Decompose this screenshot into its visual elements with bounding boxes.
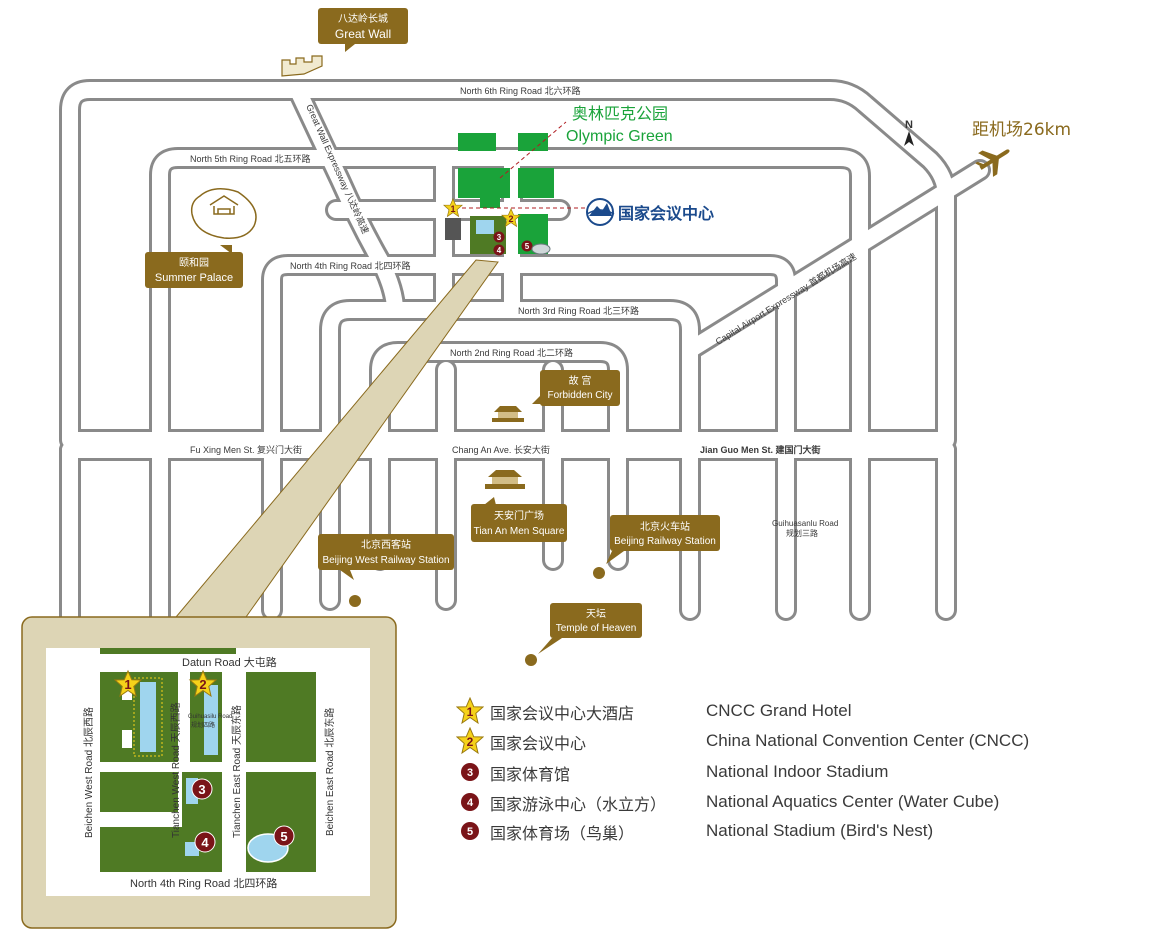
ring5-label: North 5th Ring Road 北五环路: [190, 153, 311, 164]
road-network: [59, 79, 991, 631]
jianguomen-label: Jian Guo Men St. 建国门大街: [700, 444, 821, 455]
map-marker-5[interactable]: 5: [521, 240, 533, 252]
legend-cn-4: 国家游泳中心（水立方）: [490, 795, 667, 814]
beijing-railway-tag[interactable]: 北京火车站 Beijing Railway Station: [606, 515, 720, 564]
inset-marker-1[interactable]: 1: [114, 670, 142, 697]
legend-cn-2: 国家会议中心: [490, 734, 587, 753]
inset-map: [21, 616, 397, 929]
cncc-logo-icon: [586, 198, 615, 226]
olympic-cn-label: 奥林匹克公园: [572, 104, 668, 123]
map-marker-3[interactable]: 3: [493, 231, 505, 243]
inset-tianchen-east-label: Tianchen East Road 天辰东路: [230, 705, 243, 838]
svg-text:天安门广场: 天安门广场: [494, 509, 544, 522]
inset-beichen-west-label: Beichen West Road 北辰西路: [82, 707, 95, 838]
inset-beichen-east-label: Beichen East Road 北辰东路: [323, 708, 336, 836]
svg-text:Great Wall: Great Wall: [335, 27, 391, 41]
inset-guihuasilu-en: Guihuasilu Road: [188, 714, 232, 720]
svg-text:故 宫: 故 宫: [569, 374, 592, 387]
svg-text:北京火车站: 北京火车站: [640, 520, 690, 533]
legend-en-3: National Indoor Stadium: [706, 762, 889, 781]
number-circle-icon: 3: [461, 763, 479, 781]
ring2-label: North 2nd Ring Road 北二环路: [450, 347, 573, 358]
svg-text:2: 2: [467, 735, 474, 749]
map-marker-4[interactable]: 4: [493, 244, 505, 256]
number-circle-icon: 5: [461, 822, 479, 840]
birds-nest-shape: [531, 243, 551, 255]
greatwall-tag[interactable]: 八达岭长城 Great Wall: [318, 8, 408, 52]
fuxingmen-label: Fu Xing Men St. 复兴门大街: [190, 444, 302, 455]
summer-palace-lake-icon: [190, 188, 257, 239]
greatwall-icon: [281, 55, 323, 77]
map-marker-2[interactable]: 2: [501, 208, 521, 227]
legend-cn-5: 国家体育场（鸟巢）: [490, 824, 635, 843]
inset-marker-5[interactable]: 5: [273, 825, 295, 847]
svg-text:3: 3: [497, 233, 502, 242]
svg-text:颐和园: 颐和园: [179, 257, 209, 269]
beijing-railway-dot[interactable]: [593, 567, 605, 579]
legend-cn-1: 国家会议中心大酒店: [490, 704, 635, 723]
svg-text:5: 5: [280, 829, 287, 844]
ring4-label: North 4th Ring Road 北四环路: [290, 260, 411, 271]
inset-ring4-label: North 4th Ring Road 北四环路: [130, 877, 277, 890]
svg-text:Temple of Heaven: Temple of Heaven: [556, 623, 637, 634]
svg-text:5: 5: [525, 242, 530, 251]
legend-cn-3: 国家体育馆: [490, 765, 571, 784]
svg-text:Beijing West Railway Station: Beijing West Railway Station: [322, 555, 449, 566]
svg-text:3: 3: [198, 782, 205, 797]
svg-text:Summer Palace: Summer Palace: [155, 272, 233, 284]
map-marker-1[interactable]: 1: [443, 198, 463, 217]
guihuasanlu-cn-label: 规划三路: [786, 528, 818, 538]
inset-tianchen-west-label: Tianchen West Road 天辰西路: [169, 702, 182, 838]
svg-text:5: 5: [467, 826, 473, 838]
cncc-map-label: 国家会议中心: [618, 204, 714, 223]
star-icon: 2: [456, 727, 484, 755]
svg-text:2: 2: [199, 677, 206, 692]
legend-en-4: National Aquatics Center (Water Cube): [706, 792, 1000, 811]
svg-text:2: 2: [508, 214, 513, 224]
svg-text:Beijing Railway Station: Beijing Railway Station: [614, 536, 716, 547]
inset-marker-4[interactable]: 4: [194, 831, 216, 853]
ring6-label: North 6th Ring Road 北六环路: [460, 85, 581, 96]
star-icon: 1: [456, 697, 484, 725]
beijing-west-railway-dot[interactable]: [349, 595, 361, 607]
number-circle-icon: 4: [461, 793, 479, 811]
svg-text:Tian An Men Square: Tian An Men Square: [474, 526, 565, 537]
tiananmen-icon: [485, 470, 525, 489]
svg-text:Forbidden City: Forbidden City: [547, 390, 612, 401]
changan-label: Chang An Ave. 长安大街: [452, 444, 550, 455]
legend-en-2: China National Convention Center (CNCC): [706, 731, 1030, 750]
svg-text:4: 4: [497, 246, 502, 255]
svg-text:3: 3: [467, 767, 473, 779]
forbidden-city-tag[interactable]: 故 宫 Forbidden City: [532, 370, 620, 406]
tiananmen-tag[interactable]: 天安门广场 Tian An Men Square: [471, 497, 567, 542]
ring3-label: North 3rd Ring Road 北三环路: [518, 305, 639, 316]
airport-distance-label: 距机场26km: [972, 120, 1071, 140]
temple-of-heaven-tag[interactable]: 天坛 Temple of Heaven: [538, 603, 642, 654]
svg-text:1: 1: [450, 204, 455, 214]
svg-text:八达岭长城: 八达岭长城: [338, 12, 388, 25]
guihuasanlu-en-label: Guihuasanlu Road: [772, 519, 838, 528]
svg-text:1: 1: [124, 677, 131, 692]
summer-palace-tag[interactable]: 颐和园 Summer Palace: [145, 245, 243, 288]
svg-text:N: N: [905, 119, 913, 131]
inset-datun-label: Datun Road 大屯路: [182, 655, 277, 669]
svg-text:4: 4: [467, 797, 474, 809]
north-arrow-icon: N: [904, 119, 914, 146]
legend-en-5: National Stadium (Bird's Nest): [706, 821, 934, 840]
inset-guihuasilu-cn: 规划四路: [191, 721, 215, 729]
svg-text:1: 1: [467, 705, 474, 719]
svg-text:4: 4: [201, 835, 209, 850]
svg-text:天坛: 天坛: [586, 608, 606, 620]
olympic-en-label: Olympic Green: [566, 128, 673, 145]
temple-of-heaven-dot[interactable]: [525, 654, 537, 666]
svg-text:北京西客站: 北京西客站: [361, 538, 411, 551]
legend-en-1: CNCC Grand Hotel: [706, 701, 852, 720]
forbidden-city-icon: [492, 406, 524, 422]
airplane-icon: [975, 149, 1010, 177]
beijing-west-railway-tag[interactable]: 北京西客站 Beijing West Railway Station: [318, 534, 454, 580]
inset-marker-3[interactable]: 3: [191, 778, 213, 800]
inset-marker-2[interactable]: 2: [189, 670, 217, 697]
